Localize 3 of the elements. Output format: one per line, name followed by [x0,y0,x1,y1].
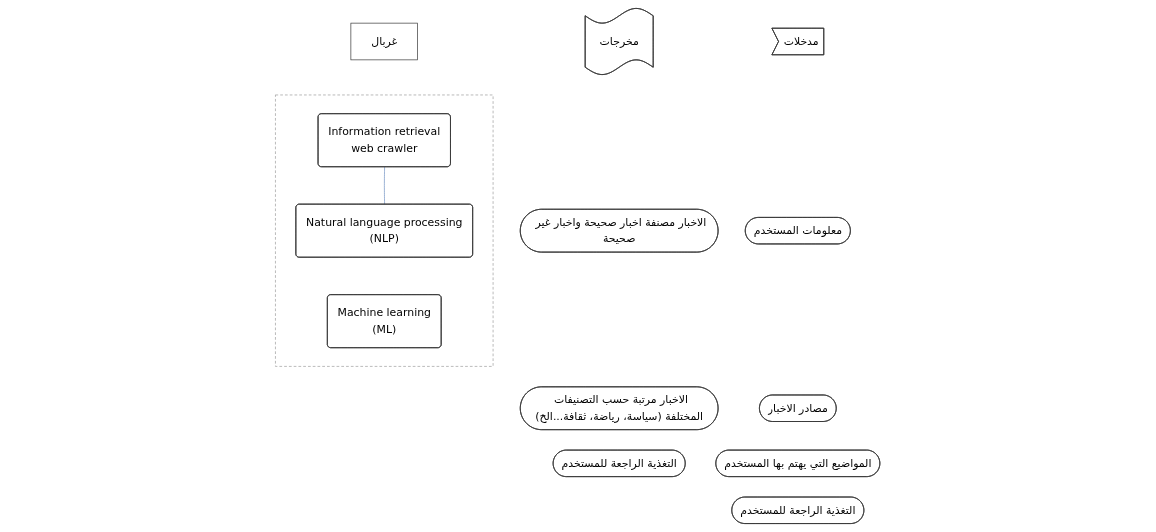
node-box: غربال [350,22,419,61]
cluster [275,94,494,367]
connector [384,166,386,205]
